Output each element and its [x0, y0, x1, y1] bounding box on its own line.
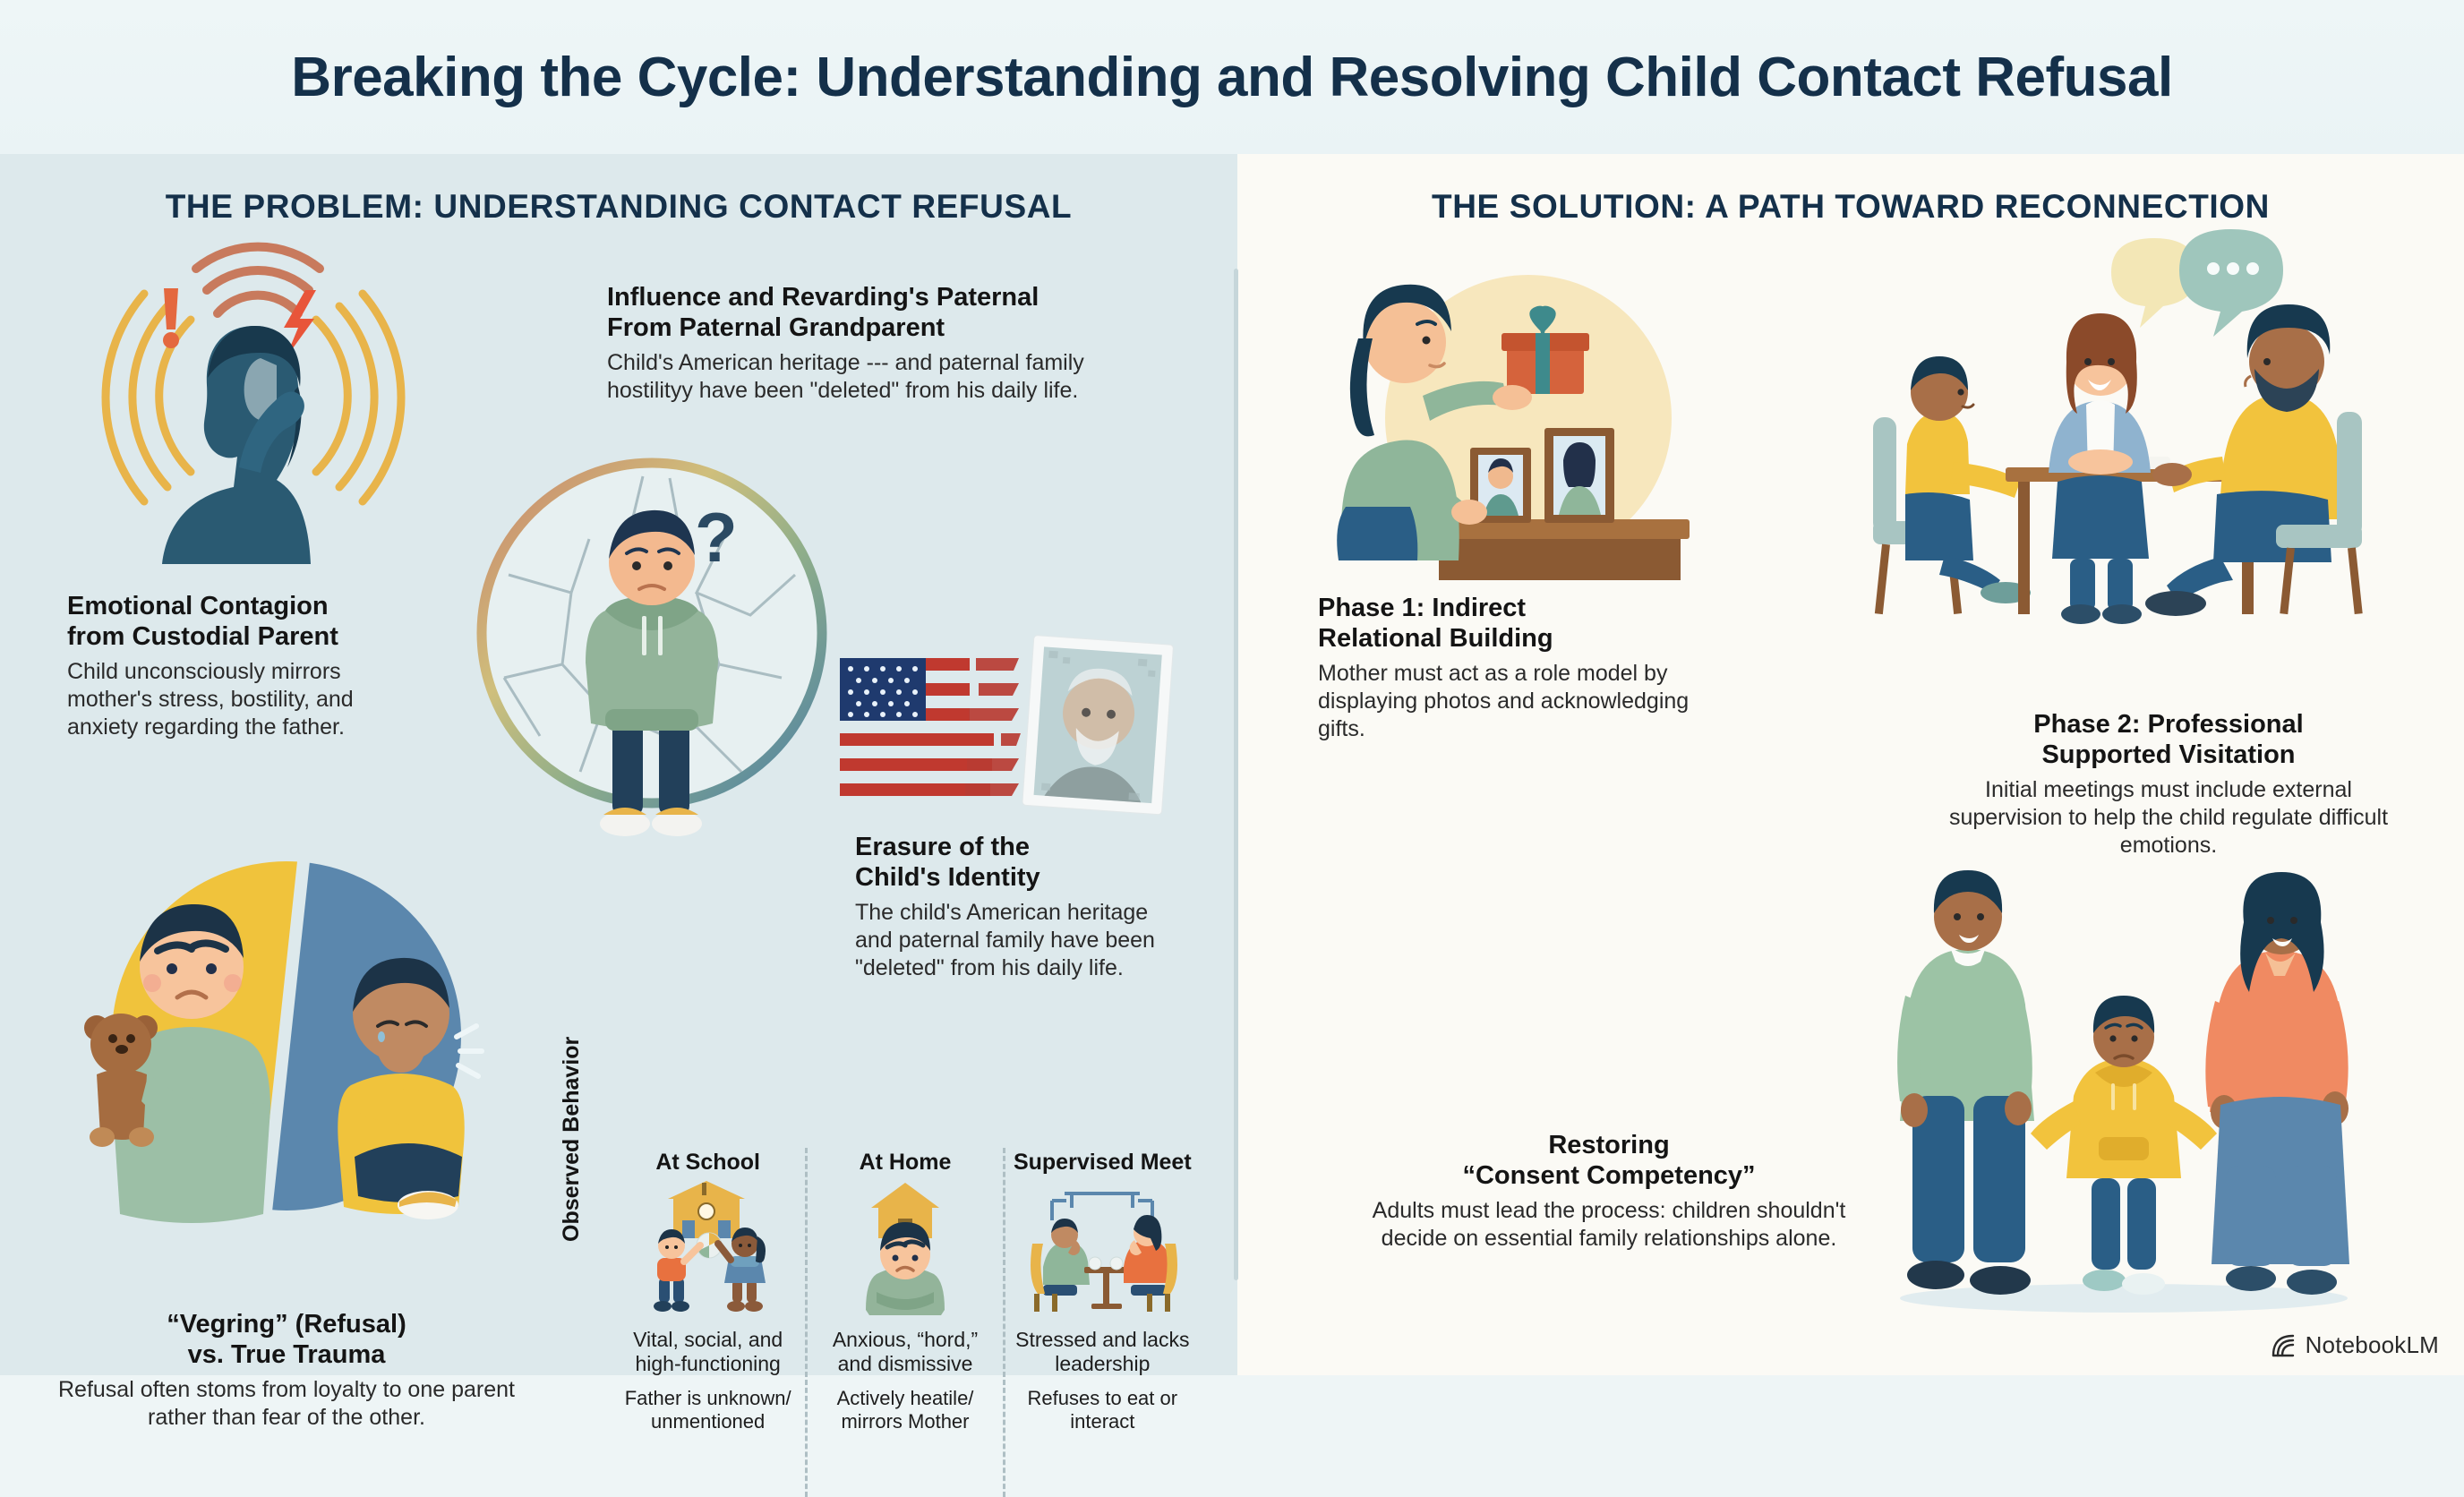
mother-gift-photos-icon — [1337, 275, 1690, 580]
child-figure — [2031, 996, 2217, 1295]
table-chairs-icon — [1031, 1192, 1178, 1312]
erasure-heading: Erasure of the Child's Identity — [855, 833, 1040, 893]
emotional-contagion-heading: Emotional Contagion from Custodial Paren… — [67, 592, 338, 652]
page-title: Breaking the Cycle: Understanding and Re… — [291, 46, 2173, 108]
page-header: Breaking the Cycle: Understanding and Re… — [0, 0, 2464, 154]
phase1-block: Phase 1: Indirect Relational Building Mo… — [1318, 593, 1694, 743]
behavior-column-at-home: At Home — [805, 1148, 1002, 1497]
supervised-meeting-icon — [1873, 229, 2363, 624]
wooden-shelf — [1430, 519, 1690, 580]
emotional-contagion-illustration — [85, 242, 425, 575]
behavior-header: At Home — [859, 1150, 952, 1175]
behavior-line2: Actively heatile/ mirrors Mother — [836, 1387, 974, 1433]
erasure-block: Erasure of the Child's Identity The chil… — [855, 832, 1186, 982]
behavior-column-supervised-meet: Supervised Meet — [1002, 1148, 1200, 1497]
father-figure — [1897, 870, 2034, 1295]
photo-frame-mother — [1544, 428, 1614, 523]
seated-child-left — [1031, 1219, 1091, 1312]
house-icon — [865, 1183, 945, 1315]
stressed-mother-icon — [101, 242, 406, 564]
vegring-illustration — [63, 861, 528, 1228]
playing-boy — [653, 1229, 704, 1312]
cracked-circle-boy-icon: ? — [476, 458, 827, 836]
notebooklm-spiral-icon — [2272, 1334, 2294, 1356]
emotional-contagion-block: Emotional Contagion from Custodial Paren… — [67, 591, 416, 741]
boy-figure — [586, 509, 718, 836]
problem-column-title: THE PROBLEM: UNDERSTANDING CONTACT REFUS… — [165, 188, 1073, 225]
phase1-illustration — [1305, 261, 1698, 593]
family-illustration — [1864, 870, 2383, 1318]
phase2-heading: Phase 2: Professional Supported Visitati… — [2033, 710, 2304, 770]
erasure-body: The child's American heritage and patern… — [855, 900, 1155, 981]
table-outline-icon — [1050, 1192, 1155, 1220]
mother-figure-family — [2205, 872, 2349, 1295]
arms-crossed-boy — [865, 1222, 945, 1315]
vegring-heading: “Vegring” (Refusal) vs. True Trauma — [167, 1310, 406, 1370]
gift-box-icon — [1502, 305, 1589, 394]
us-flag-icon — [840, 658, 1021, 796]
behavior-header: Supervised Meet — [1013, 1150, 1192, 1175]
phase2-block: Phase 2: Professional Supported Visitati… — [1936, 709, 2401, 860]
crying-boy — [338, 957, 484, 1219]
watermark-label: NotebookLM — [2305, 1331, 2439, 1358]
behavior-line2: Father is unknown/ unmentioned — [624, 1387, 791, 1433]
phase2-body: Initial meetings must include external s… — [1948, 777, 2389, 859]
teddy-bear-icon — [84, 1014, 158, 1147]
phase1-heading: Phase 1: Indirect Relational Building — [1318, 594, 1553, 654]
professional-woman — [2049, 313, 2151, 624]
school-building-icon — [667, 1181, 745, 1238]
notebooklm-watermark: NotebookLM — [2271, 1331, 2439, 1359]
school-icon — [653, 1181, 766, 1312]
solution-column-title: THE SOLUTION: A PATH TOWARD RECONNECTION — [1432, 188, 2270, 225]
behavior-line1: Stressed and lacks leadership — [1015, 1328, 1190, 1376]
speech-bubbles-icon — [2111, 229, 2283, 337]
erasure-illustration — [833, 624, 1191, 830]
observed-behavior-table: Observed Behavior At School — [559, 1037, 1200, 1497]
faded-grandfather-photo — [1022, 635, 1174, 816]
behavior-line1: Anxious, “hord,” and dismissive — [832, 1328, 979, 1376]
observed-behavior-row-label: Observed Behavior — [559, 1036, 584, 1242]
solution-panel: THE SOLUTION: A PATH TOWARD RECONNECTION — [1237, 154, 2464, 1375]
torn-strips — [965, 658, 1021, 796]
mother-figure — [1337, 284, 1532, 560]
family-holding-hands-icon — [1897, 870, 2349, 1313]
exclamation-icon — [163, 288, 179, 348]
restoring-heading: Restoring “Consent Competency” — [1462, 1131, 1756, 1191]
influence-body: Child's American heritage --- and patern… — [607, 350, 1084, 404]
split-circle-boys-icon — [84, 861, 484, 1223]
influence-block: Influence and Revarding's Paternal From … — [607, 282, 1162, 405]
restoring-block: Restoring “Consent Competency” Adults mu… — [1358, 1130, 1860, 1253]
emotional-contagion-body: Child unconsciously mirrors mother's str… — [67, 659, 354, 740]
behavior-column-at-school: At School — [611, 1148, 805, 1497]
phase2-illustration — [1846, 226, 2392, 629]
restoring-body: Adults must lead the process: children s… — [1372, 1198, 1846, 1252]
meeting-boy — [1905, 356, 2031, 603]
behavior-line2: Refuses to eat or interact — [1027, 1387, 1178, 1433]
photo-frame-child — [1470, 448, 1531, 523]
panel-divider — [1234, 269, 1238, 1280]
problem-panel: THE PROBLEM: UNDERSTANDING CONTACT REFUS… — [0, 154, 1237, 1497]
vegring-block: “Vegring” (Refusal) vs. True Trauma Refu… — [36, 1309, 537, 1432]
angry-boy-with-teddy — [84, 903, 270, 1223]
distress-lines — [454, 1023, 484, 1079]
question-mark-icon: ? — [695, 498, 738, 577]
seated-adult-right — [1124, 1215, 1178, 1312]
behavior-line1: Vital, social, and high-functioning — [633, 1328, 783, 1376]
chair-right — [2276, 412, 2363, 615]
photo-pixel-noise — [1040, 650, 1156, 801]
playing-girl — [714, 1228, 766, 1312]
torn-flag-and-photo-icon — [840, 635, 1174, 816]
lightning-bolt-icon — [284, 290, 316, 358]
vegring-body: Refusal often stoms from loyalty to one … — [58, 1377, 515, 1431]
cracked-identity-illustration: ? — [455, 441, 849, 852]
behavior-header: At School — [655, 1150, 760, 1175]
influence-heading: Influence and Revarding's Paternal From … — [607, 283, 1040, 343]
woman-silhouette — [162, 326, 311, 564]
phase1-body: Mother must act as a role model by displ… — [1318, 661, 1690, 742]
